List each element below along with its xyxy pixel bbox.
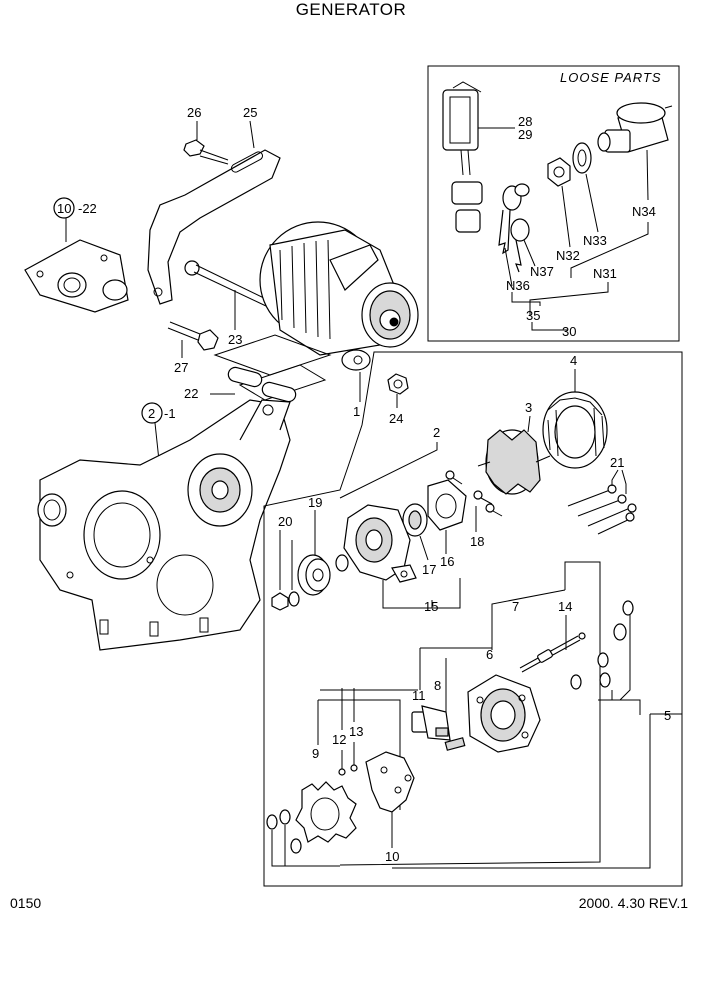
part-gear-case (37, 399, 291, 651)
part-N34-key-switch (597, 102, 673, 153)
part-28-29-relay (442, 81, 483, 233)
page-code: 0150 (10, 895, 42, 911)
callout-16: 16 (440, 554, 454, 569)
callout-29: 29 (518, 127, 532, 142)
part-1-alternator-assembly (259, 221, 419, 371)
callout-12: 12 (332, 732, 346, 747)
callout-9: 9 (312, 746, 319, 761)
callout-17: 17 (422, 562, 436, 577)
part-14-terminal-bolt (519, 632, 586, 690)
ref-10-circle: 10 -22 (53, 197, 97, 219)
part-25-adjusting-bracket (147, 149, 281, 305)
ref-2-suffix: -1 (164, 406, 176, 421)
part-N32-nut (547, 157, 571, 187)
callout-14: 14 (558, 599, 572, 614)
part-9-rectifier (295, 781, 357, 843)
main-box-frame (263, 351, 683, 887)
part-N33-washer (572, 142, 592, 174)
part-12-13-screws (338, 742, 358, 776)
callout-21: 21 (610, 455, 624, 470)
part-18-screws (445, 470, 503, 517)
part-24-nut (387, 373, 409, 395)
callout-10: 10 (385, 849, 399, 864)
part-insulators (597, 600, 634, 688)
callout-N33: N33 (583, 233, 607, 248)
callout-6: 6 (486, 647, 493, 662)
callout-28: 28 (518, 114, 532, 129)
part-23-stud (184, 260, 269, 307)
part-11-regulator (411, 705, 451, 741)
part-3-rotor (477, 429, 551, 495)
callout-25: 25 (243, 105, 257, 120)
callout-5: 5 (664, 708, 671, 723)
callout-22: 22 (184, 386, 198, 401)
callout-N31: N31 (593, 266, 617, 281)
callout-18: 18 (470, 534, 484, 549)
callout-30: 30 (562, 324, 576, 339)
callout-4: 4 (570, 353, 577, 368)
callout-7: 7 (512, 599, 519, 614)
ref-10-suffix: -22 (78, 201, 97, 216)
callout-N37: N37 (530, 264, 554, 279)
callout-27: 27 (174, 360, 188, 375)
ref-2-label: 2 (148, 406, 155, 421)
callout-3: 3 (525, 400, 532, 415)
page-title: GENERATOR (295, 0, 407, 19)
callout-11: 11 (412, 688, 426, 703)
part-19-pulley (297, 554, 349, 596)
callout-1: 1 (353, 404, 360, 419)
part-drive-end-frame (343, 504, 417, 583)
callout-N36: N36 (506, 278, 530, 293)
callout-N32: N32 (556, 248, 580, 263)
callout-23: 23 (228, 332, 242, 347)
part-6-rear-housing (467, 674, 541, 753)
part-20-nut-washer (271, 591, 300, 611)
ref-2-circle: 2 -1 (141, 402, 176, 424)
callout-24: 24 (389, 411, 403, 426)
callout-15: 15 (424, 599, 438, 614)
callout-20: 20 (278, 514, 292, 529)
part-27-bolt (167, 321, 219, 351)
part-26-bolt (183, 139, 229, 165)
callout-19: 19 (308, 495, 322, 510)
loose-parts-label: LOOSE PARTS (560, 70, 662, 85)
callout-8: 8 (434, 678, 441, 693)
part-17-bearing (402, 503, 428, 537)
part-16-retainer (427, 479, 467, 531)
part-21-bolts (567, 484, 637, 535)
part-8-brush-holder (444, 737, 466, 751)
ref-10-label: 10 (57, 201, 71, 216)
part-10-cover (365, 751, 415, 813)
part-bottom-nuts (266, 809, 302, 854)
callout-26: 26 (187, 105, 201, 120)
revision-date: 2000. 4.30 REV.1 (578, 895, 688, 911)
part-keys (498, 183, 530, 273)
part-4-stator (542, 391, 608, 469)
part-water-outlet (24, 239, 129, 313)
callout-35: 35 (526, 308, 540, 323)
part-22-spacer (213, 334, 332, 403)
callout-13: 13 (349, 724, 363, 739)
callout-2: 2 (433, 425, 440, 440)
callout-N34: N34 (632, 204, 656, 219)
loose-parts-box (427, 65, 680, 342)
